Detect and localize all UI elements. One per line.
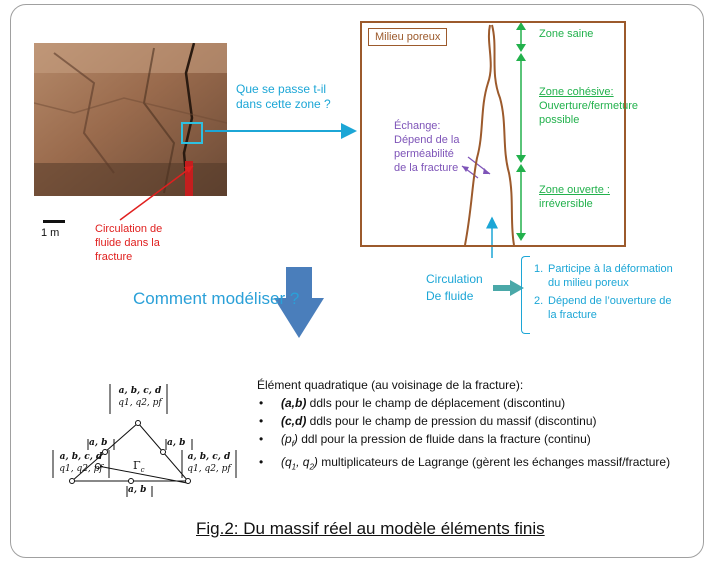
red-label-line2: fluide dans la [95,237,160,249]
exchange-line3: perméabilité [394,148,454,160]
red-label-line3: fracture [95,251,133,263]
bullet-cd-key: (c,d) [281,414,307,428]
effects-item-2: 2. Dépend de l’ouverture de la fracture [534,294,702,322]
triangle-left-mid-label: a, b [89,438,108,448]
exchange-arrows [461,156,491,179]
circulation-line2: De fluide [426,289,474,303]
circulation-line1: Circulation [426,272,483,286]
triangle-top-line2: q1, q2, pf [118,398,162,408]
bullet-q-text: multiplicateurs de Lagrange (gèrent les … [317,455,671,470]
triangle-bl-line2: q1, q2, pf [59,464,103,474]
exchange-line4: de la fracture [394,162,459,174]
triangle-bottom-left-label: a, b, c, d q1, q2, pf [54,451,108,475]
bullet-pf-key: (p [281,432,292,446]
exchange-line1: Échange: [394,120,441,132]
effects-item-1-line2: du milieu poreux [548,277,629,289]
rock-photo [34,43,227,196]
bullet-ab: •(a,b) ddls pour le champ de déplacement… [259,396,566,410]
triangle-bl-line1: a, b, c, d [59,452,103,462]
triangle-top-label: a, b, c, d q1, q2, pf [113,385,167,409]
effects-item-1-number: 1. [534,263,544,275]
zone-ouverte: Zone ouverte : irréversible [539,183,610,211]
big-down-arrow [274,267,324,338]
question-line2: dans cette zone ? [236,97,331,111]
bullet-pf-text: ddl pour la pression de fluide dans la f… [297,432,591,446]
element-heading: Élément quadratique (au voisinage de la … [257,378,524,392]
triangle-br-line1: a, b, c, d [187,452,231,462]
bullet-pf: •(pf) ddl pour la pression de fluide dan… [259,432,591,449]
bullet-pf-sub: f [291,439,294,449]
list-arrow [493,280,524,296]
bullet-q-key: (q [281,455,292,470]
triangle-element [52,384,237,497]
bullet-ab-key: (a,b) [281,396,307,410]
triangle-bottom-mid-label: a, b [128,485,147,495]
scale-bar [43,220,65,223]
effects-item-2-line1: Dépend de l’ouverture de [548,295,672,307]
red-label: Circulation de fluide dans la fracture [95,222,162,264]
effects-item-2-number: 2. [534,295,544,307]
bullet-q-key3: ) [313,455,318,470]
triangle-gamma-sub: c [140,466,145,475]
triangle-right-mid-label: a, b [167,438,186,448]
effects-item-2-line2: la fracture [548,309,597,321]
triangle-top-box [109,384,168,414]
bullet-q: •(q1, q2) multiplicateurs de Lagrange (g… [259,455,671,472]
porous-medium-label: Milieu poreux [368,28,448,46]
red-label-line1: Circulation de [95,223,163,235]
effects-item-1-line1: Participe à la déformation [548,263,673,275]
scale-label: 1 m [41,227,60,239]
bullet-q-key2: , q [296,455,310,470]
question-text: Que se passe t-il dans cette zone ? [236,82,331,112]
zone-cohesive-title: Zone cohésive: [539,86,614,98]
effects-item-1: 1. Participe à la déformation du milieu … [534,262,702,290]
zone-saine: Zone saine [539,28,594,40]
zone-ouverte-line1: irréversible [539,198,593,210]
zone-cohesive-line2: possible [539,114,580,126]
effects-list: 1. Participe à la déformation du milieu … [534,262,702,322]
bullet-q-sub2: 2 [309,462,314,472]
bullet-q-sub1: 1 [291,462,297,472]
figure-caption: Fig.2: Du massif réel au modèle éléments… [196,519,545,538]
bullet-cd-text: ddls pour le champ de pression du massif… [306,414,597,428]
question-line1: Que se passe t-il [236,82,327,96]
triangle-top-line1: a, b, c, d [118,386,162,396]
green-arrows [516,22,526,241]
zone-cohesive: Zone cohésive: Ouverture/fermeture possi… [539,85,638,127]
circulation-label: Circulation De fluide [426,272,483,304]
element-bullets: •(a,b) ddls pour le champ de déplacement… [259,394,670,477]
porous-medium-box [360,21,626,247]
zone-cohesive-line1: Ouverture/fermeture [539,100,639,112]
triangle-bottom-right-label: a, b, c, d q1, q2, pf [183,451,235,475]
exchange-line2: Dépend de la [394,134,460,146]
triangle-gamma-label: Γc [133,459,145,474]
zone-ouverte-title: Zone ouverte : [539,184,610,196]
triangle-br-line2: q1, q2, pf [187,464,231,474]
exchange-text: Échange: Dépend de la perméabilité de la… [394,119,459,175]
comment-heading: Comment modéliser ? [133,289,300,308]
bullet-cd: •(c,d) ddls pour le champ de pression du… [259,414,597,428]
triangle-gamma: Γ [133,459,141,472]
red-arrow [119,165,194,221]
list-bracket [521,256,530,334]
bullet-ab-text: ddls pour le champ de déplacement (disco… [306,396,566,410]
bullet-pf-key2: ) [293,432,298,446]
